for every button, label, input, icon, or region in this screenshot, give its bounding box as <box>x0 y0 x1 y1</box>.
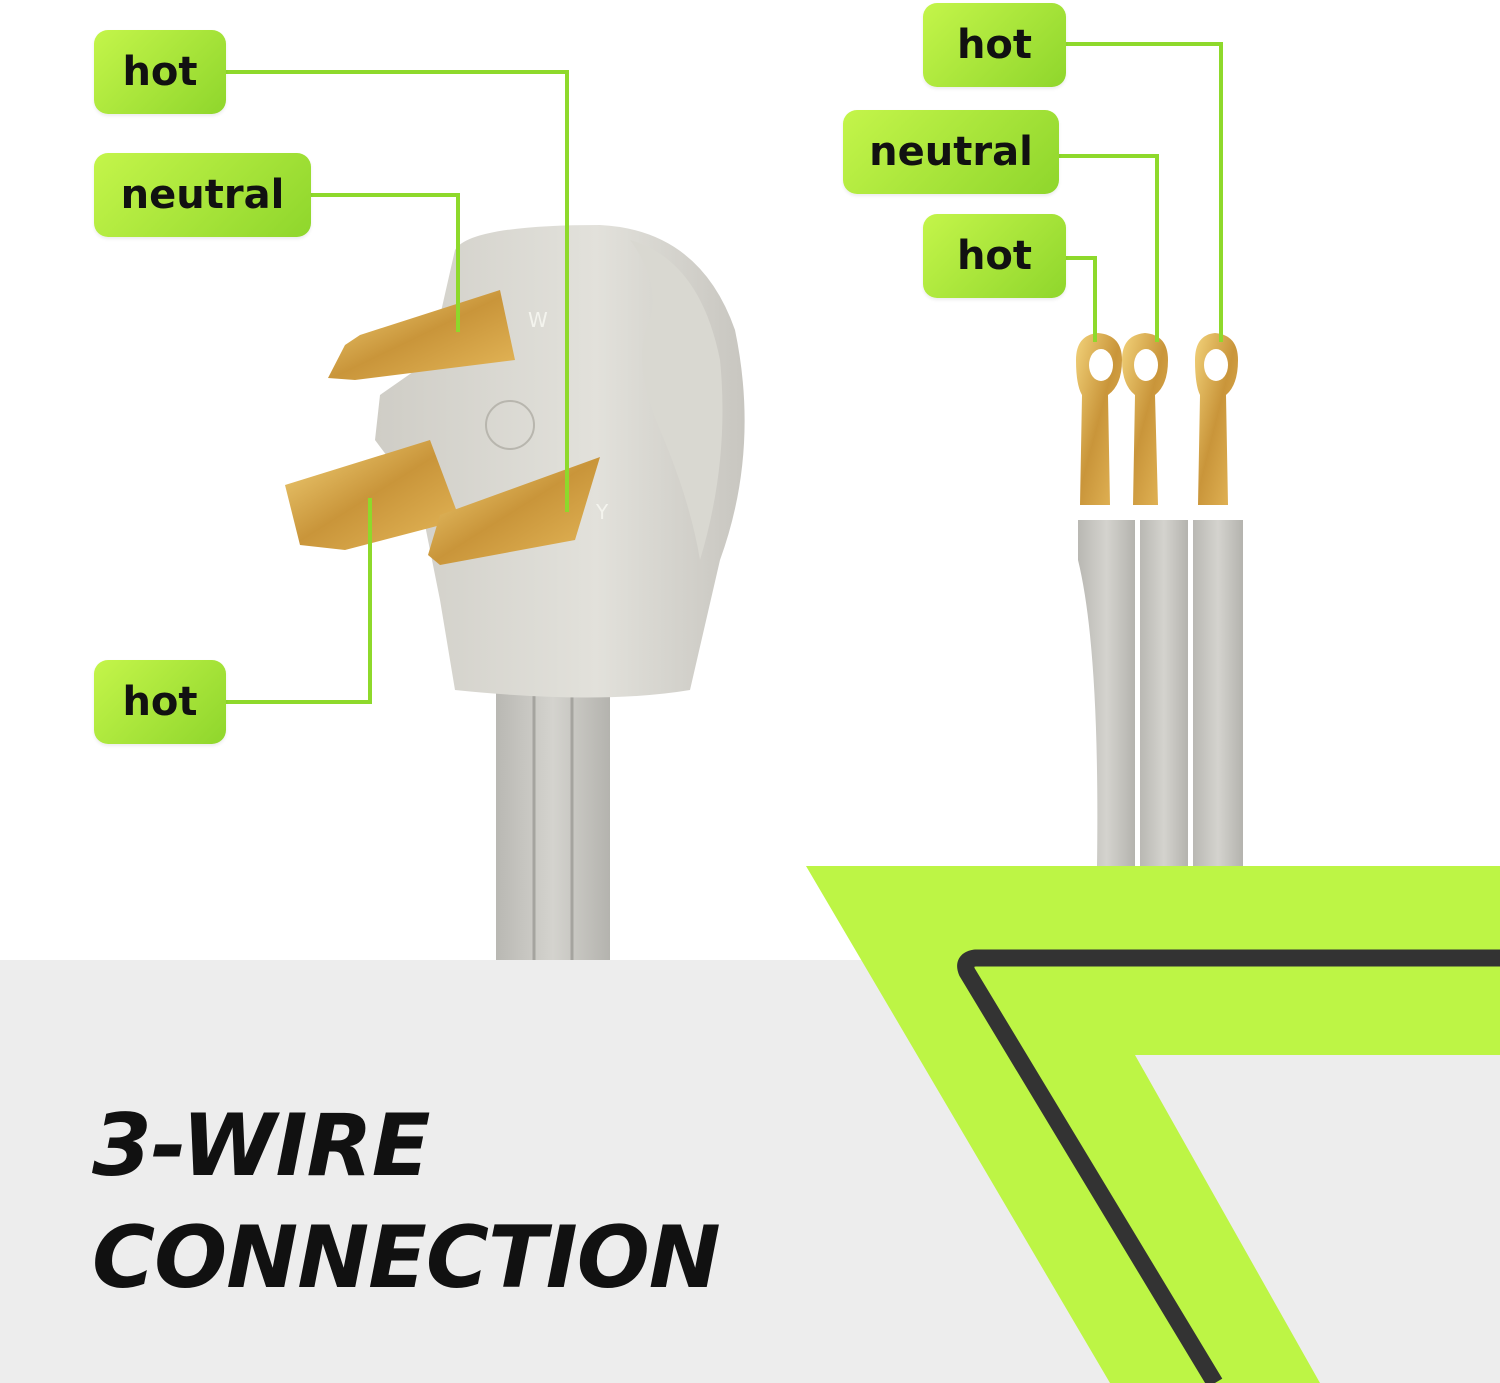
terminal-label-bottom-hot: hot <box>923 214 1066 298</box>
plug-label-bottom-hot: hot <box>94 660 226 744</box>
headline-line1: 3-WIRE <box>92 1096 430 1196</box>
plug-label-top-hot: hot <box>94 30 226 114</box>
ring-lugs <box>1076 333 1238 505</box>
plug-cord <box>496 680 610 960</box>
hot-blade-right <box>428 457 600 565</box>
hot-blade-left <box>285 440 460 550</box>
terminal-wires <box>1078 520 1243 866</box>
headline: 3-WIRE CONNECTION <box>92 1090 721 1314</box>
terminal-label-neutral: neutral <box>843 110 1059 194</box>
accent-stripe <box>957 949 1500 1383</box>
leader-lines <box>226 42 1223 704</box>
plug-marking-w: W <box>528 308 548 332</box>
plug-marking-y: Y <box>596 500 609 524</box>
headline-line2: CONNECTION <box>92 1208 721 1308</box>
plug-label-neutral: neutral <box>94 153 311 237</box>
neutral-blade <box>328 290 515 380</box>
terminal-label-top-hot: hot <box>923 3 1066 87</box>
